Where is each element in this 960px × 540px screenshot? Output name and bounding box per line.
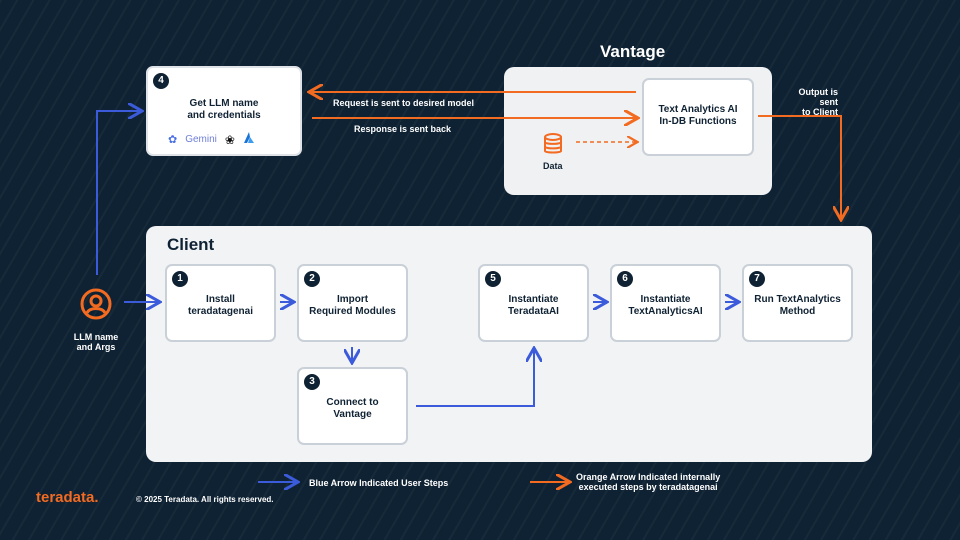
step-badge-4: 4 — [153, 73, 169, 89]
step-import: 2 Import Required Modules — [297, 264, 408, 342]
llm-provider-logos: ✿ Gemini ❀ — [168, 132, 255, 148]
llama-icon: ✿ — [168, 134, 178, 146]
step-import-label: Import Required Modules — [309, 294, 396, 317]
step-run-method-label: Run TextAnalytics Method — [754, 294, 841, 317]
llm-credentials-title: Get LLM name and credentials — [187, 98, 261, 121]
arrow-connect-to-teradataai — [416, 350, 534, 407]
legend-orange-label: Orange Arrow Indicated internally execut… — [576, 472, 721, 492]
user-label: LLM name and Args — [73, 332, 119, 352]
vantage-title: Vantage — [600, 42, 666, 61]
step-connect: 3 Connect to Vantage — [297, 367, 408, 445]
data-label: Data — [543, 161, 563, 171]
step-install: 1 Install teradatagenai — [165, 264, 276, 342]
step-run-method: 7 Run TextAnalytics Method — [742, 264, 853, 342]
openai-icon: ❀ — [224, 133, 235, 147]
user-icon — [80, 288, 112, 325]
text-analytics-functions-box: Text Analytics AI In-DB Functions — [642, 78, 754, 156]
client-title: Client — [167, 235, 215, 254]
llm-credentials-box: 4 Get LLM name and credentials ✿ Gemini … — [146, 66, 302, 156]
step-badge-6: 6 — [617, 271, 633, 287]
step-textanalyticsai: 6 Instantiate TextAnalyticsAI — [610, 264, 721, 342]
request-label: Request is sent to desired model — [333, 98, 475, 108]
gemini-logo: Gemini — [185, 134, 217, 145]
step-teradataai-label: Instantiate TeradataAI — [508, 294, 559, 317]
response-label: Response is sent back — [354, 124, 452, 134]
step-badge-1: 1 — [172, 271, 188, 287]
step-install-label: Install teradatagenai — [187, 294, 254, 317]
step-connect-label: Connect to Vantage — [326, 397, 379, 420]
step-badge-3: 3 — [304, 374, 320, 390]
legend-blue-label: Blue Arrow Indicated User Steps — [309, 478, 449, 488]
step-badge-7: 7 — [749, 271, 765, 287]
database-icon — [543, 133, 563, 160]
text-analytics-functions-label: Text Analytics AI In-DB Functions — [658, 104, 738, 127]
step-textanalyticsai-label: Instantiate TextAnalyticsAI — [628, 294, 703, 317]
step-badge-5: 5 — [485, 271, 501, 287]
copyright-text: © 2025 Teradata. All rights reserved. — [136, 495, 274, 504]
step-badge-2: 2 — [304, 271, 320, 287]
azure-icon — [243, 132, 255, 148]
output-label: Output is sent to Client — [798, 87, 839, 117]
teradata-logo: teradata. — [36, 489, 99, 506]
arrow-output-to-client — [758, 115, 841, 218]
arrow-user-to-llm — [96, 111, 140, 275]
step-teradataai: 5 Instantiate TeradataAI — [478, 264, 589, 342]
